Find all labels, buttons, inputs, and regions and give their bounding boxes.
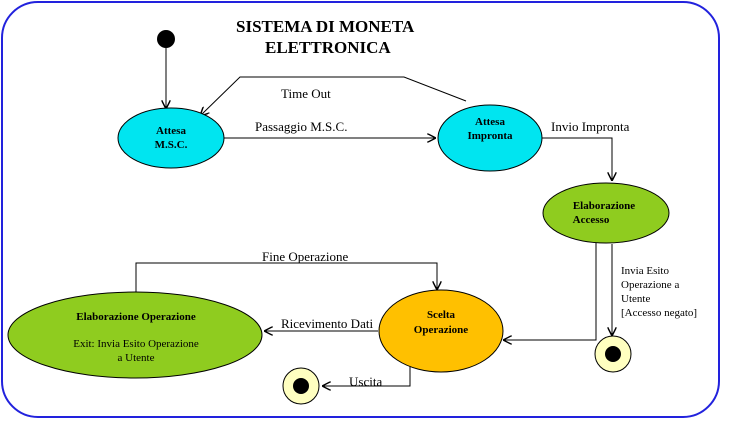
transition-time-out bbox=[200, 76, 467, 116]
state-scelta-operazione-label2: Operazione bbox=[414, 324, 468, 336]
transition-to-scelta bbox=[503, 240, 597, 340]
label-accesso-negato-2: Operazione a bbox=[621, 279, 679, 291]
transition-invio-impronta bbox=[541, 137, 612, 181]
state-elaborazione-operazione-action2: a Utente bbox=[118, 352, 155, 364]
transition-fine-operazione bbox=[135, 262, 437, 294]
state-attesa-msc-label1: Attesa bbox=[156, 125, 186, 137]
label-passaggio-msc: Passaggio M.S.C. bbox=[255, 119, 347, 134]
state-scelta-operazione bbox=[378, 289, 504, 373]
label-accesso-negato-4: [Accesso negato] bbox=[621, 307, 697, 319]
state-attesa-impronta-label1: Attesa bbox=[475, 116, 505, 128]
label-fine-operazione: Fine Operazione bbox=[262, 249, 349, 264]
state-elaborazione-accesso-label2: Accesso bbox=[573, 214, 610, 226]
state-elaborazione-accesso bbox=[542, 182, 670, 244]
initial-state bbox=[157, 30, 175, 48]
state-attesa-impronta-label2: Impronta bbox=[467, 130, 513, 142]
label-time-out: Time Out bbox=[281, 86, 331, 101]
state-scelta-operazione-label1: Scelta bbox=[427, 309, 456, 321]
label-accesso-negato-1: Invia Esito bbox=[621, 265, 669, 277]
state-attesa-msc bbox=[117, 107, 225, 169]
label-invio-impronta: Invio Impronta bbox=[551, 119, 630, 134]
state-attesa-impronta bbox=[437, 104, 543, 172]
diagram-title-line2: ELETTRONICA bbox=[265, 38, 391, 57]
label-uscita: Uscita bbox=[349, 374, 382, 389]
label-accesso-negato-3: Utente bbox=[621, 293, 650, 305]
state-attesa-msc-label2: M.S.C. bbox=[155, 139, 188, 151]
state-elaborazione-operazione-name: Elaborazione Operazione bbox=[76, 311, 196, 323]
final-state-right-dot bbox=[605, 346, 621, 362]
state-elaborazione-operazione bbox=[7, 291, 263, 379]
diagram-title-line1: SISTEMA DI MONETA bbox=[236, 17, 415, 36]
state-elaborazione-operazione-action1: Exit: Invia Esito Operazione bbox=[73, 338, 199, 350]
transition-uscita bbox=[322, 366, 411, 386]
label-ricevimento-dati: Ricevimento Dati bbox=[281, 316, 373, 331]
state-elaborazione-accesso-label1: Elaborazione bbox=[573, 200, 635, 212]
final-state-bottom-dot bbox=[293, 378, 309, 394]
